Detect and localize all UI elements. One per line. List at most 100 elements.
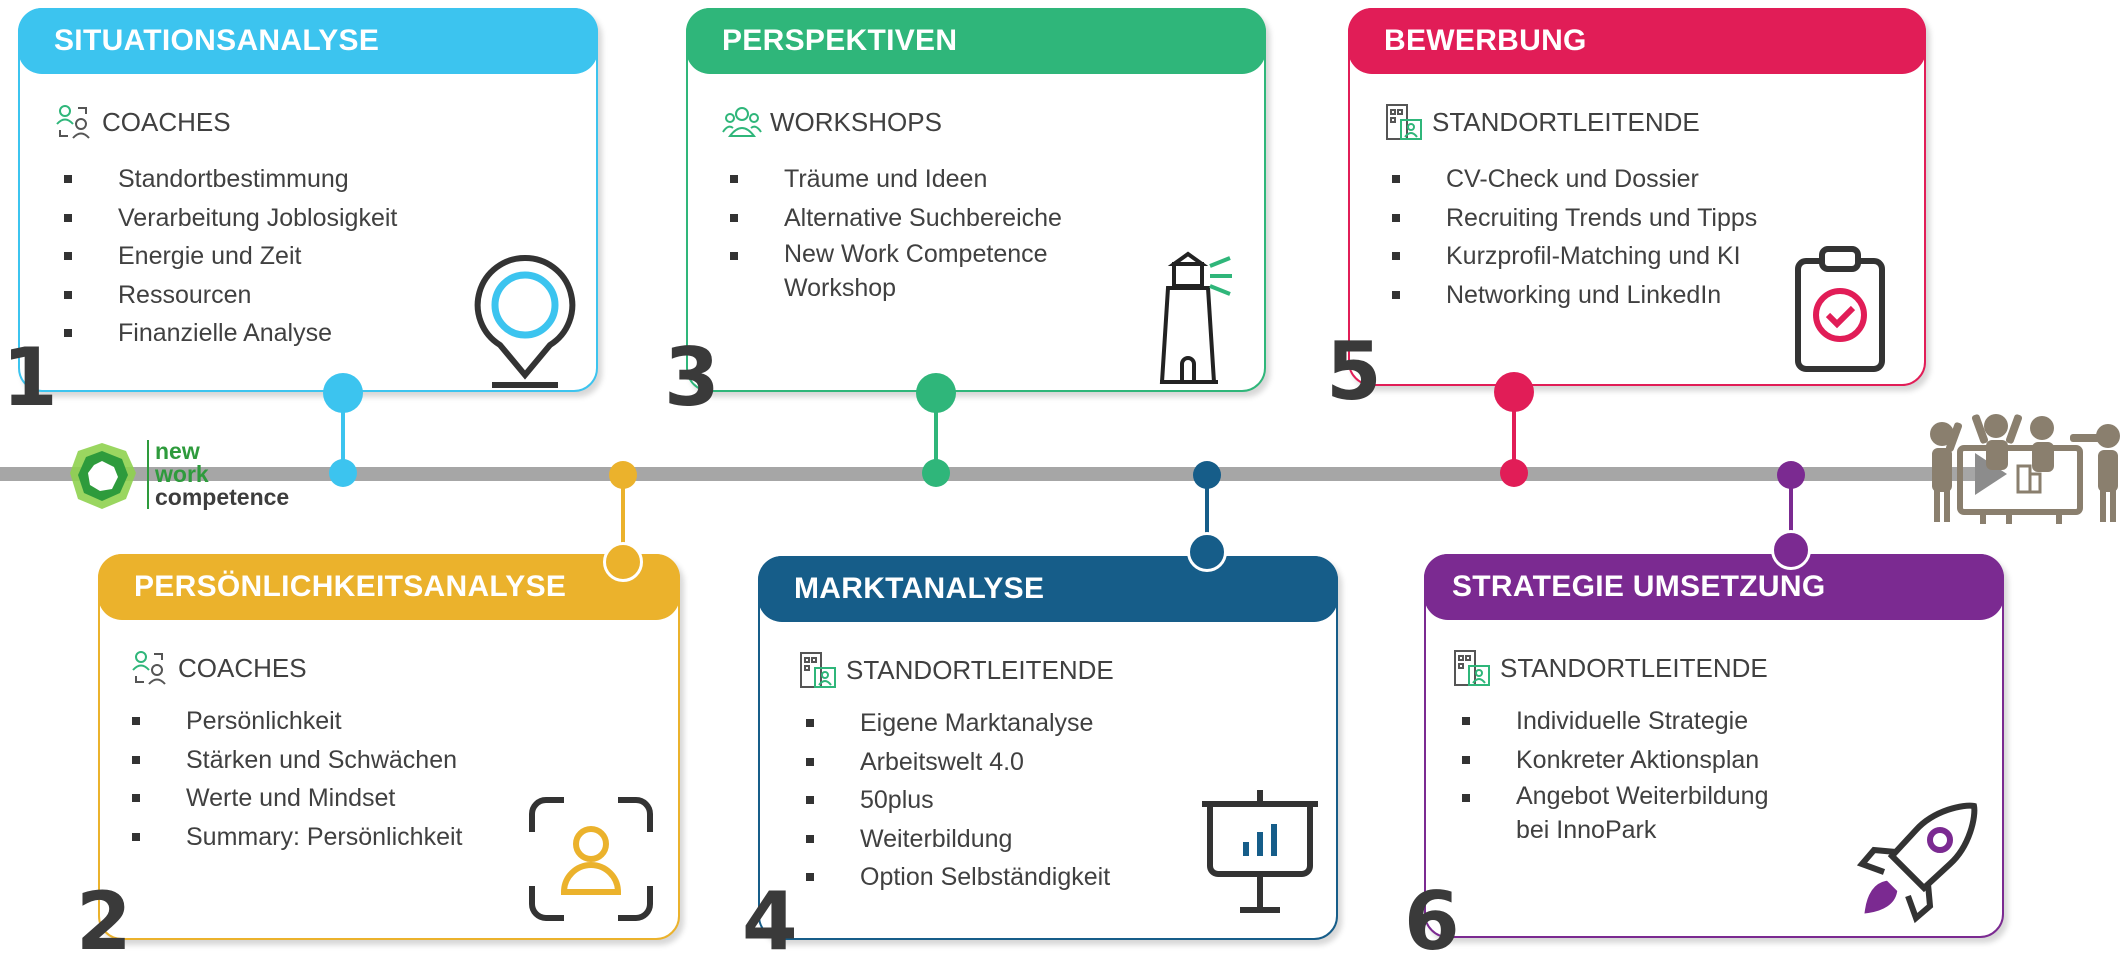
card-title: PERSÖNLICHKEITSANALYSE <box>98 554 680 620</box>
card-title: SITUATIONSANALYSE <box>18 8 598 74</box>
card-title: BEWERBUNG <box>1348 8 1926 74</box>
milestone-dot <box>603 542 643 582</box>
timeline-dot <box>1193 461 1221 489</box>
list-item: Stärken und Schwächen <box>128 741 462 780</box>
list-item: Werte und Mindset <box>128 779 462 818</box>
list-item: Standortbestimmung <box>60 160 397 199</box>
list-item: Energie und Zeit <box>60 237 397 276</box>
card-situationsanalyse: SITUATIONSANALYSE COACHES Standortbestim… <box>18 8 598 392</box>
connector <box>934 392 938 472</box>
item-list: Standortbestimmung Verarbeitung Joblosig… <box>60 160 397 353</box>
role-label: STANDORTLEITENDE <box>846 654 1114 685</box>
building-person-icon <box>1454 650 1490 686</box>
building-person-icon <box>800 652 836 688</box>
list-item: Option Selbständigkeit <box>802 858 1110 897</box>
list-item: Arbeitswelt 4.0 <box>802 743 1110 782</box>
role-label: COACHES <box>102 106 231 137</box>
step-number: 6 <box>1404 875 1460 968</box>
coaches-icon <box>56 105 90 139</box>
logo-line-3: competence <box>155 484 290 510</box>
role-line: COACHES <box>130 648 307 688</box>
milestone-dot <box>916 373 956 413</box>
timeline-dot <box>329 459 357 487</box>
list-item: Recruiting Trends und Tipps <box>1388 199 1757 238</box>
timeline-dot <box>1777 461 1805 489</box>
face-scan-icon <box>529 797 653 921</box>
role-line: WORKSHOPS <box>722 102 942 142</box>
item-list: Träume und Ideen Alternative Suchbereich… <box>726 160 1062 305</box>
step-number: 2 <box>76 875 132 968</box>
connector <box>1789 476 1793 556</box>
milestone-dot <box>323 373 363 413</box>
list-item: Weiterbildung <box>802 820 1110 859</box>
list-item-line: New Work Competence <box>784 240 1048 268</box>
logo-line-1: new <box>155 438 200 464</box>
list-item: Verarbeitung Joblosigkeit <box>60 199 397 238</box>
connector <box>341 392 345 472</box>
connector <box>1205 476 1209 556</box>
list-item: CV-Check und Dossier <box>1388 160 1757 199</box>
connector <box>1512 392 1516 472</box>
rocket-icon <box>1856 802 1978 924</box>
item-list: CV-Check und Dossier Recruiting Trends u… <box>1388 160 1757 314</box>
list-item: Networking und LinkedIn <box>1388 276 1757 315</box>
list-item: Eigene Marktanalyse <box>802 704 1110 743</box>
list-item: Konkreter Aktionsplan <box>1458 741 1769 780</box>
role-label: WORKSHOPS <box>770 106 942 137</box>
item-list: Individuelle Strategie Konkreter Aktions… <box>1458 702 1769 847</box>
list-item: Ressourcen <box>60 276 397 315</box>
location-pin-icon <box>474 254 576 388</box>
new-work-competence-logo-icon <box>70 443 136 509</box>
card-perspektiven: PERSPEKTIVEN WORKSHOPS Träume und Ideen … <box>686 8 1266 392</box>
timeline-dot <box>609 461 637 489</box>
step-number: 1 <box>2 331 58 424</box>
timeline-dot <box>1500 459 1528 487</box>
step-number: 4 <box>742 875 798 968</box>
card-marktanalyse: MARKTANALYSE STANDORTLEITENDE Eigene Mar… <box>758 556 1338 940</box>
milestone-dot <box>1771 530 1811 570</box>
timeline-dot <box>922 459 950 487</box>
coaches-icon <box>132 651 166 685</box>
card-title: MARKTANALYSE <box>758 556 1338 622</box>
role-label: STANDORTLEITENDE <box>1500 652 1768 683</box>
presentation-chart-icon <box>1202 790 1318 913</box>
list-item: Angebot Weiterbildung bei InnoPark <box>1458 779 1769 847</box>
logo-line-2: work <box>155 461 209 487</box>
role-line: STANDORTLEITENDE <box>1452 648 1768 688</box>
list-item: 50plus <box>802 781 1110 820</box>
role-line: STANDORTLEITENDE <box>1384 102 1700 142</box>
list-item: Finanzielle Analyse <box>60 314 397 353</box>
milestone-dot <box>1187 532 1227 572</box>
list-item: Persönlichkeit <box>128 702 462 741</box>
list-item-line: Workshop <box>784 274 897 302</box>
timeline-bar <box>0 467 1980 481</box>
item-list: Eigene Marktanalyse Arbeitswelt 4.0 50pl… <box>802 704 1110 897</box>
card-title: PERSPEKTIVEN <box>686 8 1266 74</box>
clipboard-check-icon <box>1795 246 1885 372</box>
list-item-line: Angebot Weiterbildung <box>1516 782 1769 810</box>
step-number: 5 <box>1326 325 1382 418</box>
card-title: STRATEGIE UMSETZUNG <box>1424 554 2004 620</box>
role-label: COACHES <box>178 652 307 683</box>
card-strategie-umsetzung: STRATEGIE UMSETZUNG STANDORTLEITENDE Ind… <box>1424 554 2004 938</box>
building-person-icon <box>1386 104 1422 140</box>
team-success-icon <box>1930 414 2120 524</box>
card-bewerbung: BEWERBUNG STANDORTLEITENDE CV-Check und … <box>1348 8 1926 386</box>
list-item-line: bei InnoPark <box>1516 816 1657 844</box>
item-list: Persönlichkeit Stärken und Schwächen Wer… <box>128 702 462 856</box>
role-line: STANDORTLEITENDE <box>798 650 1114 690</box>
card-persoenlichkeitsanalyse: PERSÖNLICHKEITSANALYSE COACHES Persönlic… <box>98 554 680 940</box>
lighthouse-icon <box>1159 251 1232 384</box>
step-number: 3 <box>664 331 720 424</box>
role-label: STANDORTLEITENDE <box>1432 106 1700 137</box>
list-item: Träume und Ideen <box>726 160 1062 199</box>
logo-text: new work competence <box>147 440 289 509</box>
list-item: Alternative Suchbereiche <box>726 199 1062 238</box>
group-icon <box>722 107 762 137</box>
list-item: Individuelle Strategie <box>1458 702 1769 741</box>
connector <box>621 476 625 556</box>
milestone-dot <box>1494 372 1534 412</box>
list-item: Kurzprofil-Matching und KI <box>1388 237 1757 276</box>
role-line: COACHES <box>54 102 231 142</box>
